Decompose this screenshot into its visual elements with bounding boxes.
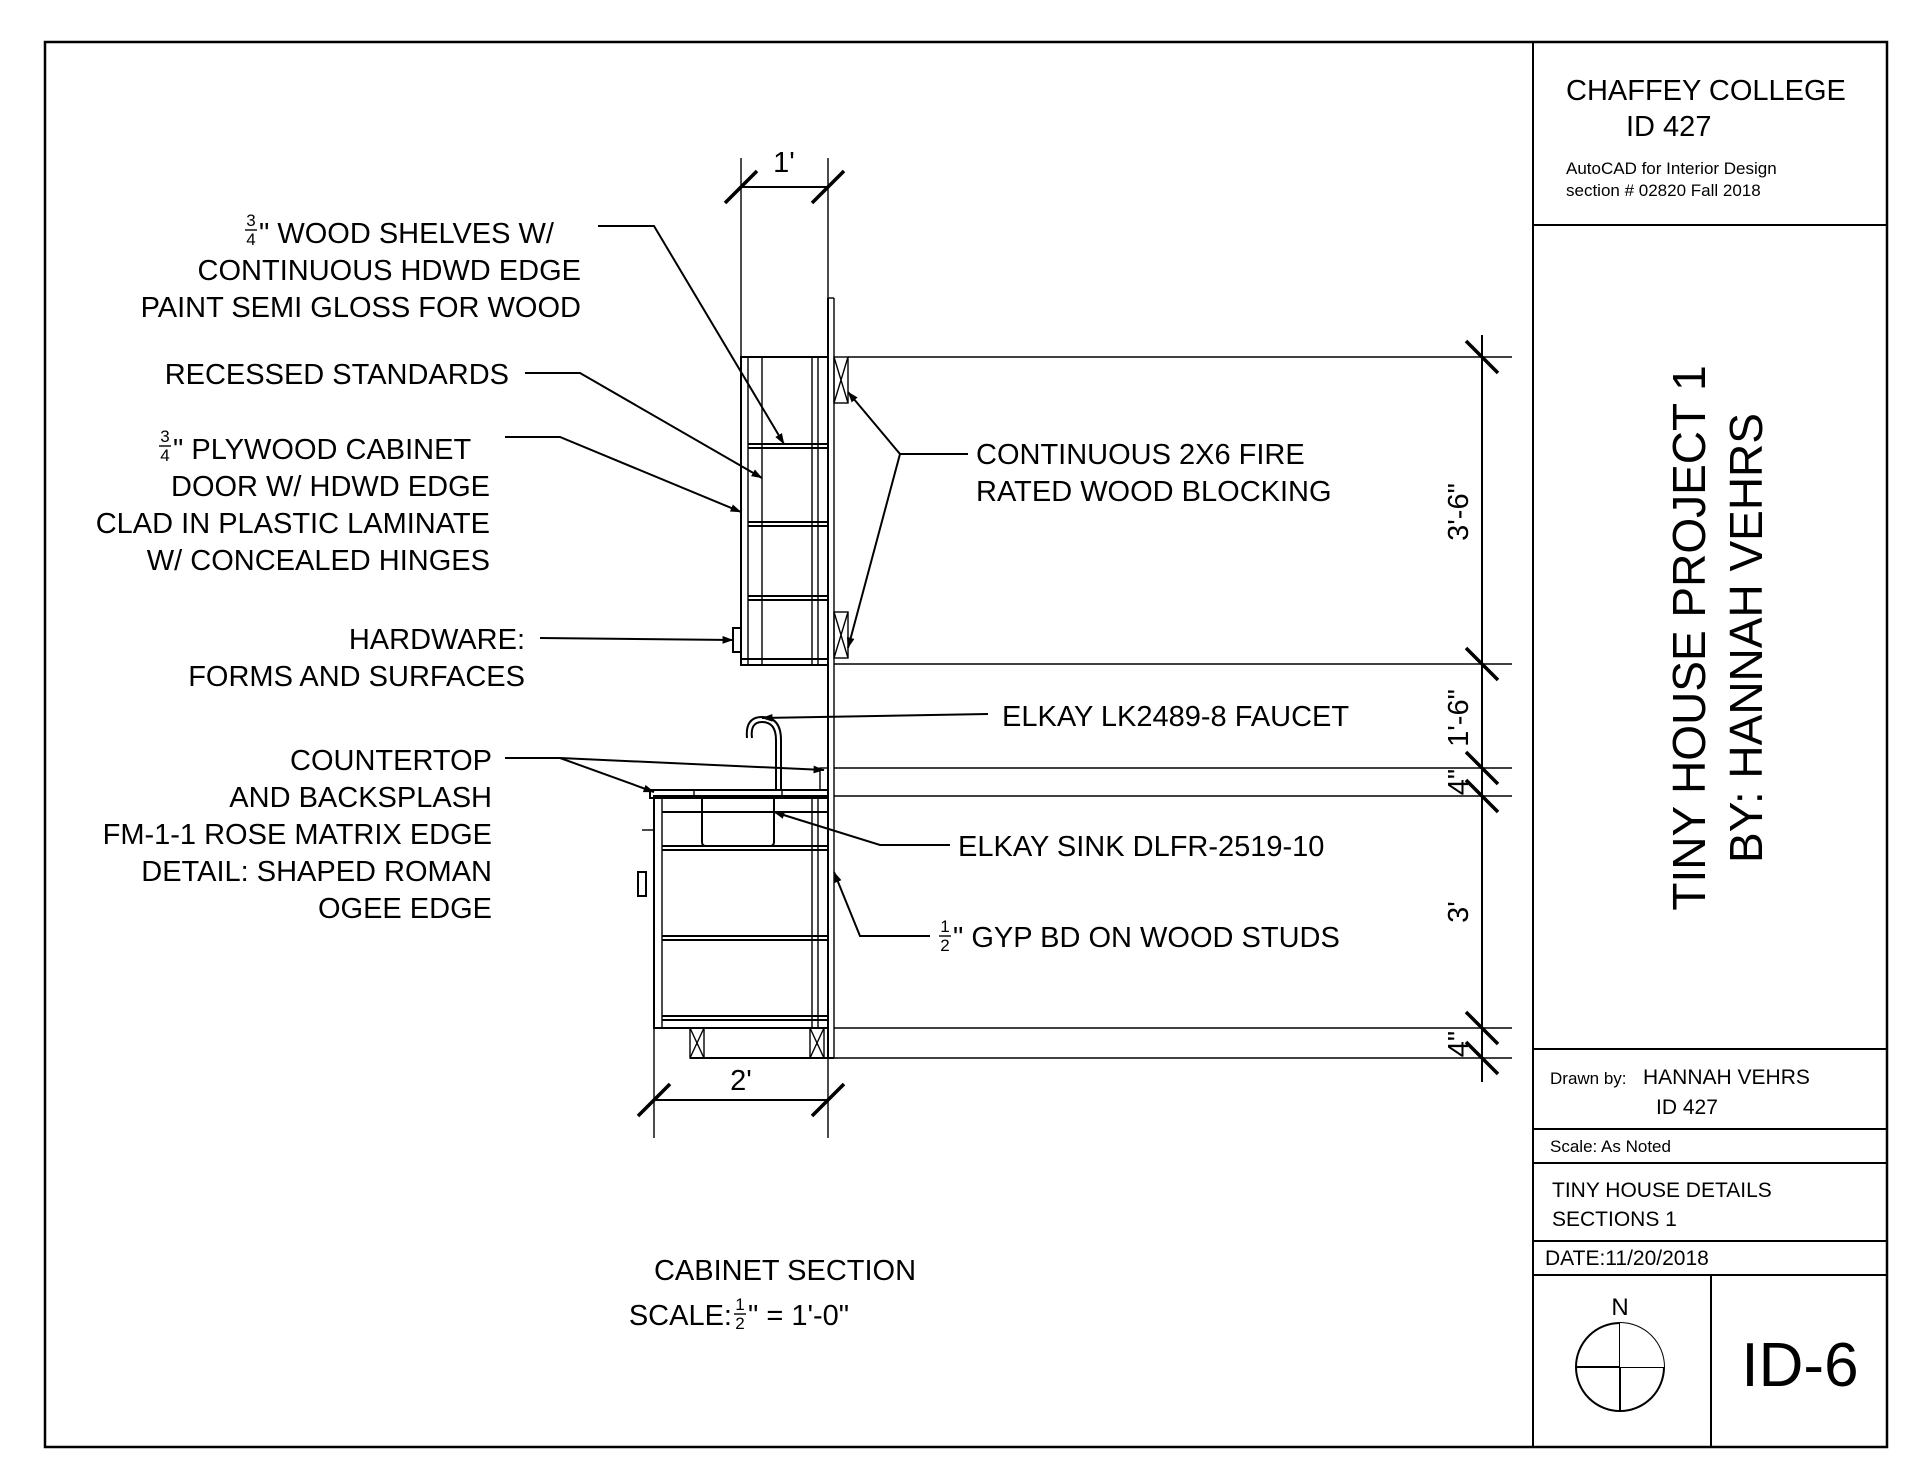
door-pull-upper xyxy=(732,627,742,653)
svg-text:" GYP BD ON WOOD STUDS: " GYP BD ON WOOD STUDS xyxy=(953,922,1340,954)
dimension-bottom-width: 2' xyxy=(636,1028,846,1138)
upper-cabinet xyxy=(732,356,849,666)
sheet-title-line2: SECTIONS 1 xyxy=(1552,1208,1677,1231)
toe-kick xyxy=(689,1027,834,1059)
north-label: N xyxy=(1611,1294,1628,1321)
svg-text:" WOOD SHELVES W/: " WOOD SHELVES W/ xyxy=(259,218,555,250)
svg-text:RATED WOOD BLOCKING: RATED WOOD BLOCKING xyxy=(976,476,1332,508)
sheet-number: ID-6 xyxy=(1741,1331,1858,1400)
dim-splash-height: 4" xyxy=(1443,769,1475,795)
course-number: ID 427 xyxy=(1626,111,1711,143)
note-sink: ELKAY SINK DLFR-2519-10 xyxy=(958,831,1324,863)
title-block: CHAFFEY COLLEGE ID 427 AutoCAD for Inter… xyxy=(1532,42,1887,1447)
svg-text:CONTINUOUS HDWD EDGE: CONTINUOUS HDWD EDGE xyxy=(198,255,581,287)
svg-text:4: 4 xyxy=(160,446,169,465)
drawn-by-course: ID 427 xyxy=(1656,1096,1718,1119)
svg-text:DOOR W/ HDWD EDGE: DOOR W/ HDWD EDGE xyxy=(171,471,490,503)
svg-text:FORMS AND SURFACES: FORMS AND SURFACES xyxy=(188,661,525,693)
svg-text:" PLYWOOD CABINET: " PLYWOOD CABINET xyxy=(173,434,471,466)
dim-gap-height: 1'-6" xyxy=(1443,689,1475,747)
svg-text:W/ CONCEALED HINGES: W/ CONCEALED HINGES xyxy=(147,545,490,577)
note-wood-shelves: 3 4 " WOOD SHELVES W/ CONTINUOUS HDWD ED… xyxy=(141,211,581,324)
scale-note: Scale: As Noted xyxy=(1550,1137,1671,1156)
sink-rim xyxy=(693,789,783,799)
svg-text:OGEE EDGE: OGEE EDGE xyxy=(318,893,492,925)
svg-text:FM-1-1 ROSE MATRIX EDGE: FM-1-1 ROSE MATRIX EDGE xyxy=(103,819,492,851)
north-arrow: N xyxy=(1575,1294,1665,1412)
svg-text:COUNTERTOP: COUNTERTOP xyxy=(290,745,492,777)
caption-scale-suffix: " = 1'-0" xyxy=(748,1300,849,1332)
project-title: TINY HOUSE PROJECT 1 xyxy=(1663,365,1715,910)
base-cabinet xyxy=(637,715,834,1059)
leader-lines xyxy=(505,225,989,937)
note-cabinet-door: 3 4 " PLYWOOD CABINET DOOR W/ HDWD EDGE … xyxy=(96,427,490,577)
svg-text:2: 2 xyxy=(735,1314,744,1333)
school-name: CHAFFEY COLLEGE xyxy=(1566,75,1846,107)
svg-text:HARDWARE:: HARDWARE: xyxy=(349,624,525,656)
svg-text:AND BACKSPLASH: AND BACKSPLASH xyxy=(229,782,492,814)
sheet-title-line1: TINY HOUSE DETAILS xyxy=(1552,1179,1772,1202)
caption-title: CABINET SECTION xyxy=(654,1255,916,1287)
svg-text:4: 4 xyxy=(246,230,255,249)
note-gyp-board: 1 2 " GYP BD ON WOOD STUDS xyxy=(939,917,1340,955)
cabinet-section-drawing: 1' 2' 3'-6" 1'-6" 4" xyxy=(96,147,1512,1333)
wood-blocking-bottom xyxy=(833,611,849,659)
svg-text:3: 3 xyxy=(160,427,169,446)
project-author: BY: HANNAH VEHRS xyxy=(1720,413,1772,863)
dimension-vertical-chain: 3'-6" 1'-6" 4" 3' 4" xyxy=(834,335,1512,1082)
caption-scale-prefix: SCALE: xyxy=(629,1300,732,1332)
svg-text:1: 1 xyxy=(735,1295,744,1314)
note-wood-blocking: CONTINUOUS 2X6 FIRE RATED WOOD BLOCKING xyxy=(976,439,1332,508)
wood-blocking-top xyxy=(833,356,849,404)
drawn-by-label: Drawn by: xyxy=(1550,1069,1627,1088)
dim-top-width: 1' xyxy=(773,147,795,179)
svg-text:CONTINUOUS 2X6 FIRE: CONTINUOUS 2X6 FIRE xyxy=(976,439,1305,471)
note-faucet: ELKAY LK2489-8 FAUCET xyxy=(1002,701,1349,733)
course-name: AutoCAD for Interior Design xyxy=(1566,159,1777,178)
note-hardware: HARDWARE: FORMS AND SURFACES xyxy=(188,624,525,693)
dim-upper-height: 3'-6" xyxy=(1443,483,1475,541)
door-pull-base xyxy=(637,871,647,897)
course-section: section # 02820 Fall 2018 xyxy=(1566,181,1761,200)
dim-bottom-width: 2' xyxy=(730,1065,752,1097)
svg-text:3: 3 xyxy=(246,211,255,230)
svg-text:CLAD IN PLASTIC LAMINATE: CLAD IN PLASTIC LAMINATE xyxy=(96,508,490,540)
svg-text:1: 1 xyxy=(940,917,949,936)
faucet xyxy=(750,720,777,790)
wood-shelves xyxy=(748,443,828,601)
drawing-caption: CABINET SECTION SCALE: 1 2 " = 1'-0" xyxy=(629,1255,916,1333)
date-field: DATE:11/20/2018 xyxy=(1545,1247,1709,1270)
dim-toe-height: 4" xyxy=(1443,1031,1475,1057)
sink-bowl xyxy=(701,798,775,847)
note-recessed-standards: RECESSED STANDARDS xyxy=(165,359,509,391)
svg-text:PAINT SEMI GLOSS FOR WOOD: PAINT SEMI GLOSS FOR WOOD xyxy=(141,292,581,324)
svg-text:DETAIL: SHAPED ROMAN: DETAIL: SHAPED ROMAN xyxy=(141,856,492,888)
backsplash xyxy=(819,767,829,791)
svg-text:2: 2 xyxy=(940,936,949,955)
note-countertop: COUNTERTOP AND BACKSPLASH FM-1-1 ROSE MA… xyxy=(103,745,492,925)
drawn-by-name: HANNAH VEHRS xyxy=(1643,1066,1810,1089)
dimension-top-width: 1' xyxy=(723,147,846,357)
sheet-border xyxy=(43,40,1889,1449)
dim-base-height: 3' xyxy=(1443,901,1475,923)
